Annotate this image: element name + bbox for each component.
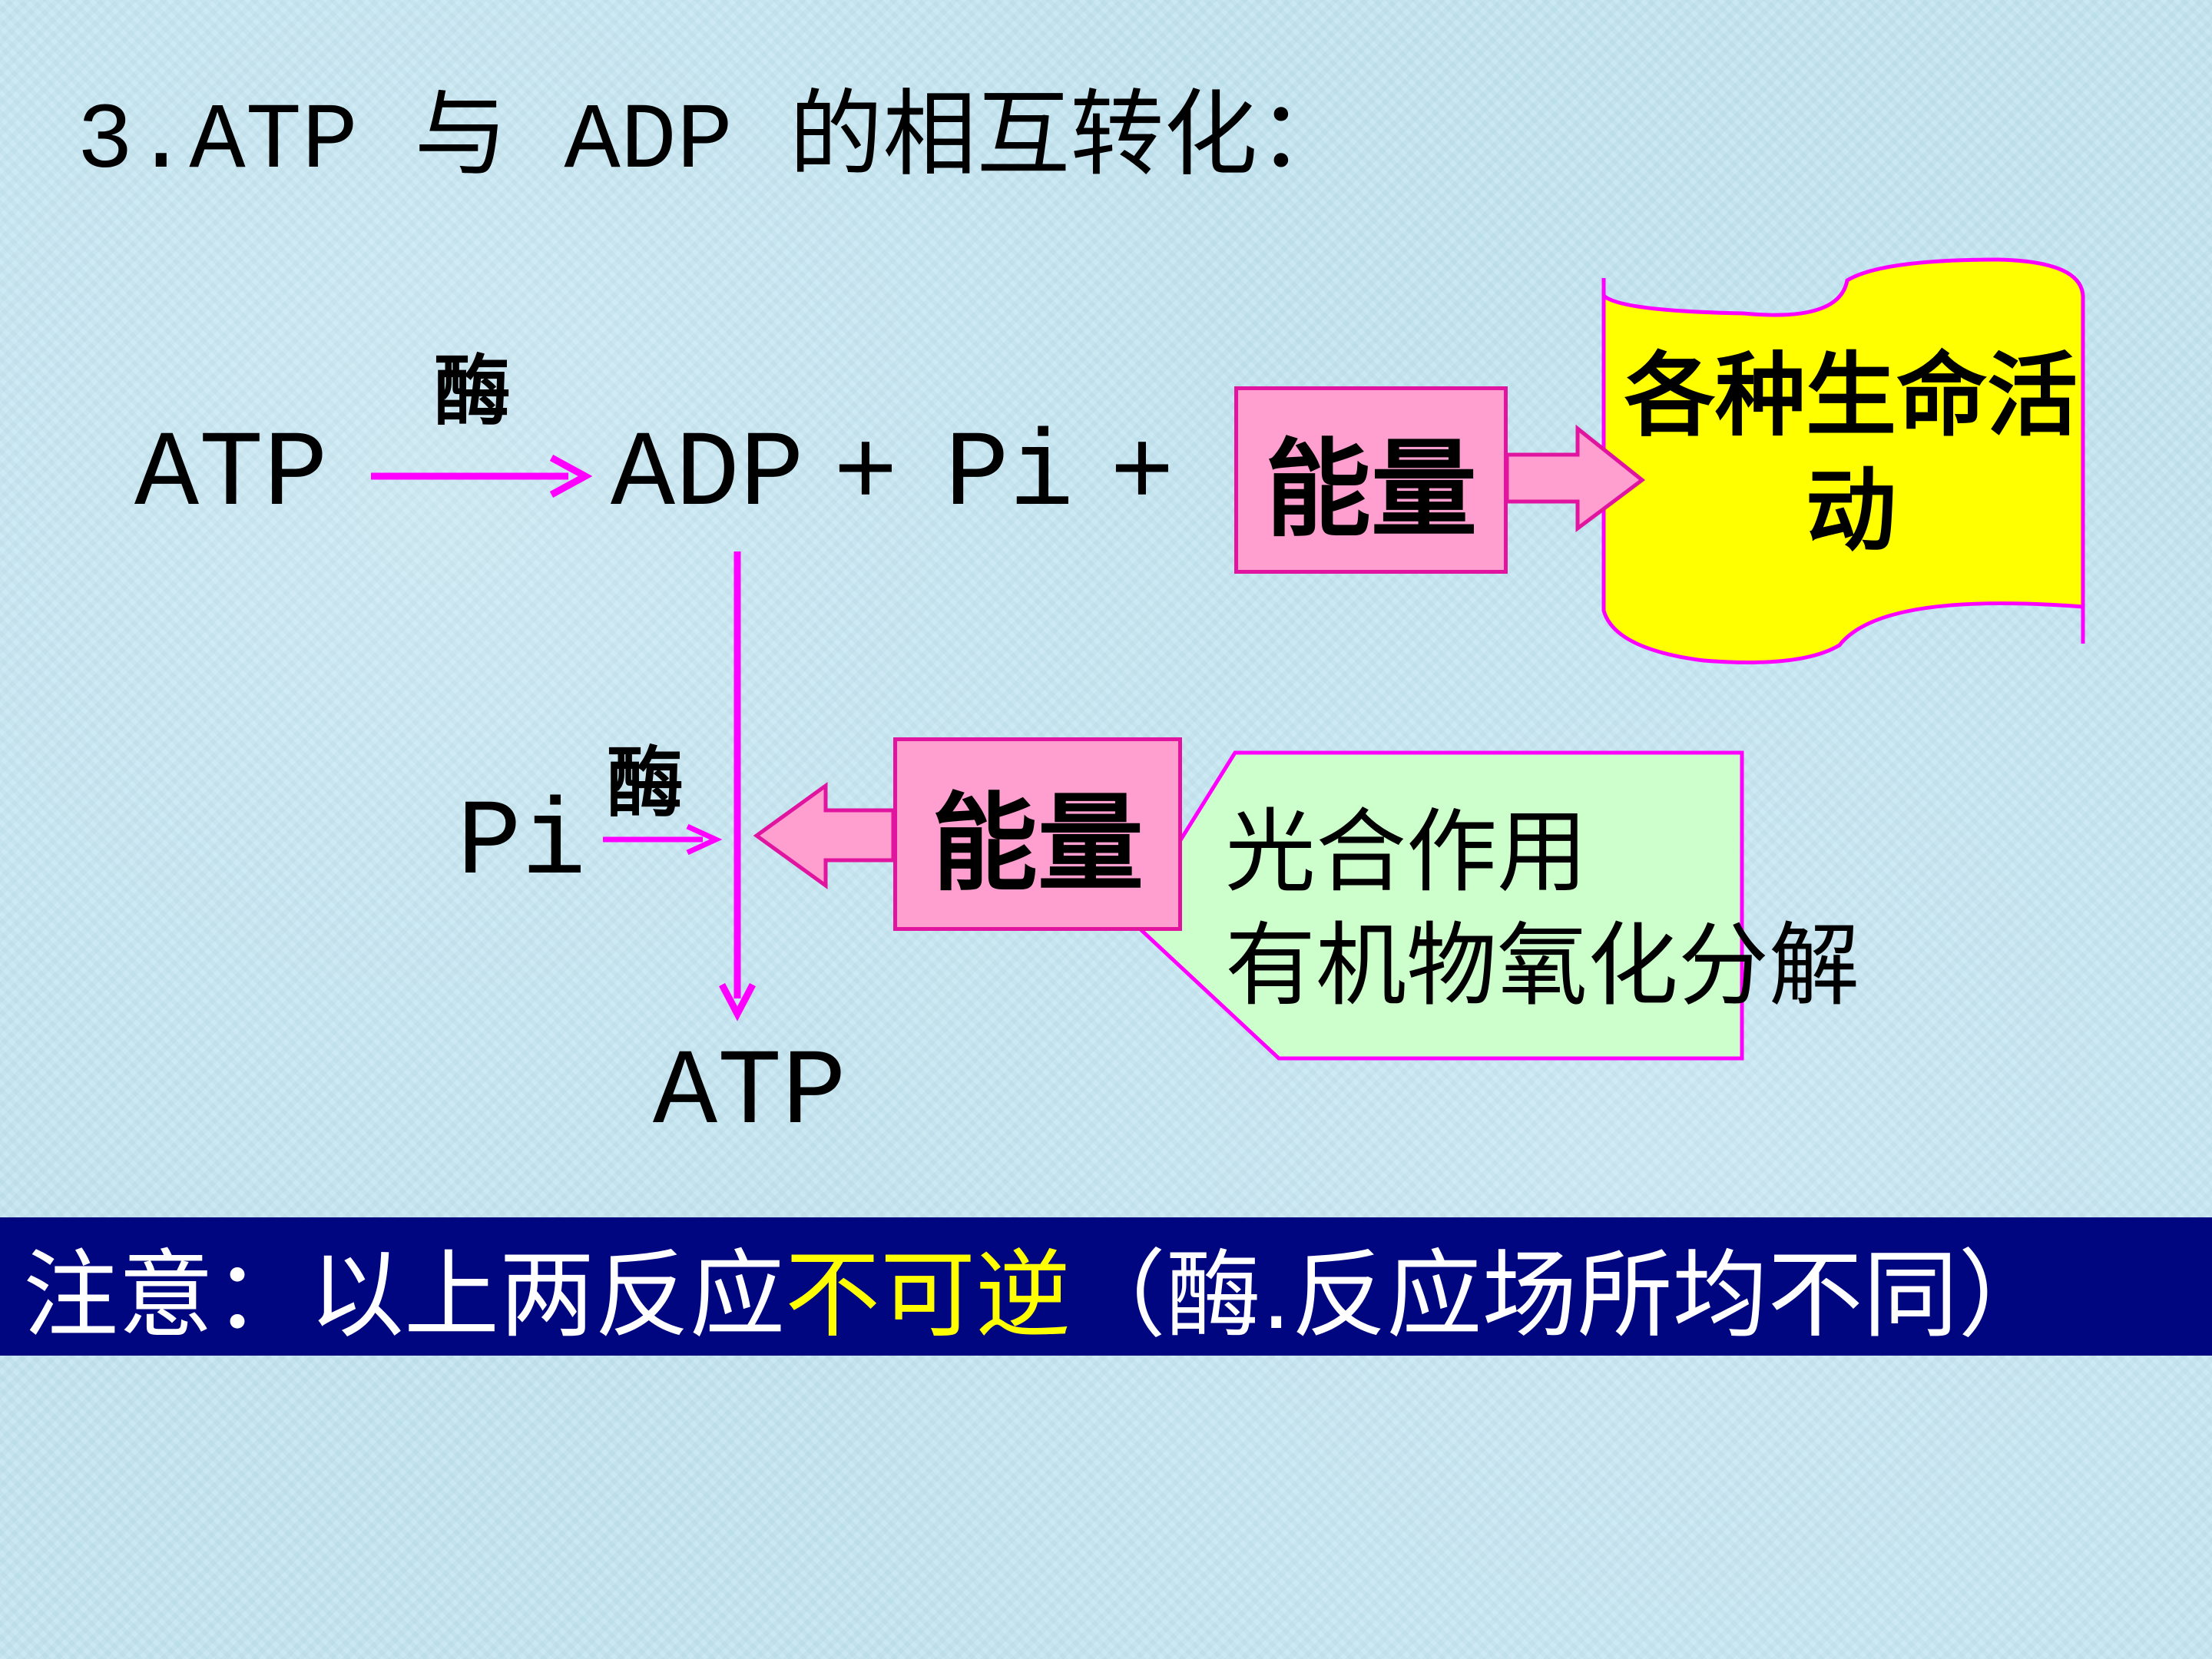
scroll-shape [1601,257,2085,664]
note-suffix: （酶.反应场所均不同） [1071,1240,2054,1351]
slide-title: 3.ATP 与 ADP 的相互转化： [77,88,1352,195]
energy-label-top: 能量 [1264,428,1477,551]
energy-to-synthesis-arrow [753,782,896,889]
adp-product: ADP [611,415,805,537]
hydrolysis-arrowhead [549,455,593,498]
energy-box-top: 能量 [1234,386,1508,574]
synthesis-arrowhead [719,982,756,1022]
note-bar: 注意：以上两反应不可逆（酶.反应场所均不同） [0,1217,2212,1356]
energy-to-life-arrow [1505,424,1646,532]
atp-reactant: ATP [134,415,329,537]
atp-product: ATP [653,1033,847,1155]
note-highlight: 不可逆 [785,1240,1071,1351]
note-text: 注意：以上两反应不可逆（酶.反应场所均不同） [23,1217,2053,1356]
energy-source-text: 光合作用 有机物氧化分解 [1225,795,1859,1022]
energy-source-photosynthesis: 光合作用 [1225,799,1588,905]
energy-box-bottom: 能量 [893,737,1182,931]
pi-product: Pi [945,415,1075,537]
energy-label-bottom: 能量 [931,782,1144,906]
life-activities-label: 各种生命活动 [1624,343,2078,564]
energy-source-respiration: 有机物氧化分解 [1225,912,1860,1018]
plus-sign-2: + [1110,415,1175,537]
pi-arrowhead [686,823,723,856]
enzyme-label-top: 酶 [434,346,511,436]
enzyme-label-bottom: 酶 [607,738,684,828]
note-prefix: 注意：以上两反应 [23,1240,786,1351]
plus-sign-1: + [833,415,899,537]
pi-reactant: Pi [457,783,587,906]
